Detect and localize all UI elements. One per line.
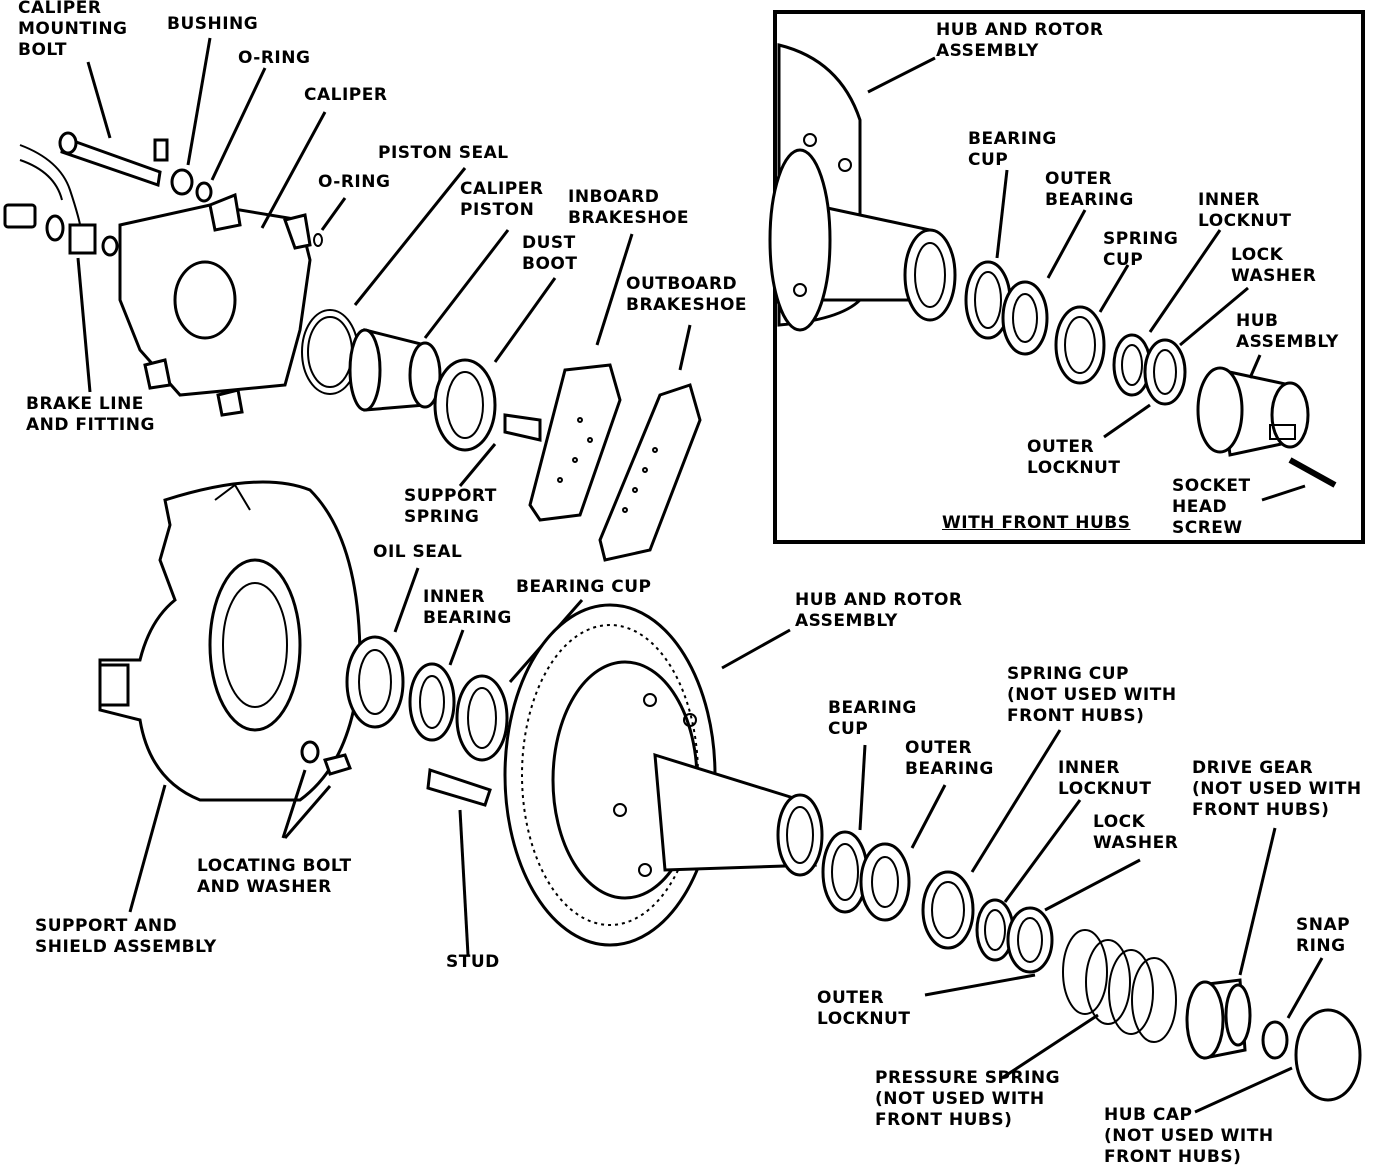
- label-outboard-brakeshoe: OUTBOARD BRAKESHOE: [626, 274, 748, 315]
- label-pressure-spring: PRESSURE SPRING (NOT USED WITH FRONT HUB…: [875, 1068, 1061, 1130]
- brake-line-bolt: [3, 203, 37, 229]
- hub-cap: [1294, 1008, 1362, 1102]
- inset-socket-head-screw: [1288, 457, 1337, 488]
- inset-label-socket-head-screw: SOCKET HEAD SCREW: [1172, 476, 1251, 538]
- label-lock-washer-lower: LOCK WASHER: [1093, 812, 1179, 853]
- label-inboard-brakeshoe: INBOARD BRAKESHOE: [568, 187, 690, 228]
- label-outer-locknut-lower: OUTER LOCKNUT: [817, 988, 911, 1029]
- inset-label-bearing-cup: BEARING CUP: [968, 129, 1057, 170]
- inset-lock-washer: [1143, 338, 1187, 406]
- pressure-spring: [1062, 929, 1177, 1043]
- inboard-brakeshoe: [528, 363, 622, 522]
- spring-cup-lower: [921, 870, 975, 950]
- label-o-ring-2: O-RING: [318, 172, 391, 192]
- stud: [426, 767, 492, 807]
- outer-bearing-lower: [859, 842, 911, 922]
- dust-boot: [433, 358, 497, 452]
- label-inner-bearing: INNER BEARING: [423, 587, 512, 628]
- label-locating-bolt: LOCATING BOLT AND WASHER: [197, 856, 352, 897]
- inset-label-lock-washer: LOCK WASHER: [1231, 245, 1317, 286]
- caliper-piston: [348, 328, 442, 412]
- bushing: [170, 168, 194, 196]
- label-hub-cap: HUB CAP (NOT USED WITH FRONT HUBS): [1104, 1105, 1274, 1167]
- inset-label-spring-cup: SPRING CUP: [1103, 229, 1179, 270]
- o-ring-1: [195, 181, 213, 203]
- caliper-mounting-bolt: [58, 131, 162, 188]
- label-inner-locknut-lower: INNER LOCKNUT: [1058, 758, 1152, 799]
- label-stud: STUD: [446, 952, 500, 972]
- label-drive-gear: DRIVE GEAR (NOT USED WITH FRONT HUBS): [1192, 758, 1362, 820]
- label-support-spring: SUPPORT SPRING: [404, 486, 497, 527]
- inset-label-outer-bearing: OUTER BEARING: [1045, 169, 1134, 210]
- o-ring-2: [313, 233, 323, 247]
- locating-bolt: [323, 753, 352, 776]
- inset-label-hub-rotor: HUB AND ROTOR ASSEMBLY: [936, 20, 1104, 61]
- label-bearing-cup-lower: BEARING CUP: [828, 698, 917, 739]
- caliper-body: [118, 192, 312, 417]
- label-support-shield: SUPPORT AND SHIELD ASSEMBLY: [35, 916, 217, 957]
- label-caliper-piston: CALIPER PISTON: [460, 179, 544, 220]
- inset-spring-cup: [1054, 305, 1106, 385]
- label-bearing-cup-main: BEARING CUP: [516, 577, 652, 597]
- label-bushing: BUSHING: [167, 14, 259, 34]
- label-dust-boot: DUST BOOT: [522, 233, 578, 274]
- drive-gear: [1185, 978, 1252, 1060]
- label-snap-ring: SNAP RING: [1296, 915, 1351, 956]
- label-oil-seal: OIL SEAL: [373, 542, 463, 562]
- inset-label-inner-locknut: INNER LOCKNUT: [1198, 190, 1292, 231]
- hub-and-rotor-assembly: [503, 603, 824, 947]
- snap-ring: [1261, 1020, 1289, 1060]
- inset-label-outer-locknut: OUTER LOCKNUT: [1027, 437, 1121, 478]
- outboard-brakeshoe: [598, 383, 702, 562]
- label-piston-seal: PISTON SEAL: [378, 143, 509, 163]
- label-spring-cup-main: SPRING CUP (NOT USED WITH FRONT HUBS): [1007, 664, 1177, 726]
- label-caliper-mounting-bolt: CALIPER MOUNTING BOLT: [18, 0, 128, 60]
- locating-washer: [300, 740, 320, 764]
- inset-hub-assembly: [1196, 366, 1310, 457]
- label-caliper: CALIPER: [304, 85, 388, 105]
- inset-hub-rotor: [768, 43, 957, 332]
- inset-label-hub-assembly: HUB ASSEMBLY: [1236, 311, 1339, 352]
- oil-seal: [345, 635, 405, 729]
- inner-bearing: [408, 662, 456, 742]
- label-outer-bearing-lower: OUTER BEARING: [905, 738, 994, 779]
- support-spring: [503, 413, 542, 442]
- lock-washer-lower: [1006, 906, 1054, 974]
- bleeder-fitting: [153, 138, 169, 162]
- support-shield-assembly: [98, 480, 362, 802]
- inset-outer-bearing: [1001, 280, 1049, 356]
- label-hub-rotor-main: HUB AND ROTOR ASSEMBLY: [795, 590, 963, 631]
- bearing-cup-main: [455, 674, 509, 762]
- label-brake-line-fitting: BRAKE LINE AND FITTING: [26, 394, 155, 435]
- inset-caption: WITH FRONT HUBS: [942, 513, 1131, 533]
- label-o-ring-1: O-RING: [238, 48, 311, 68]
